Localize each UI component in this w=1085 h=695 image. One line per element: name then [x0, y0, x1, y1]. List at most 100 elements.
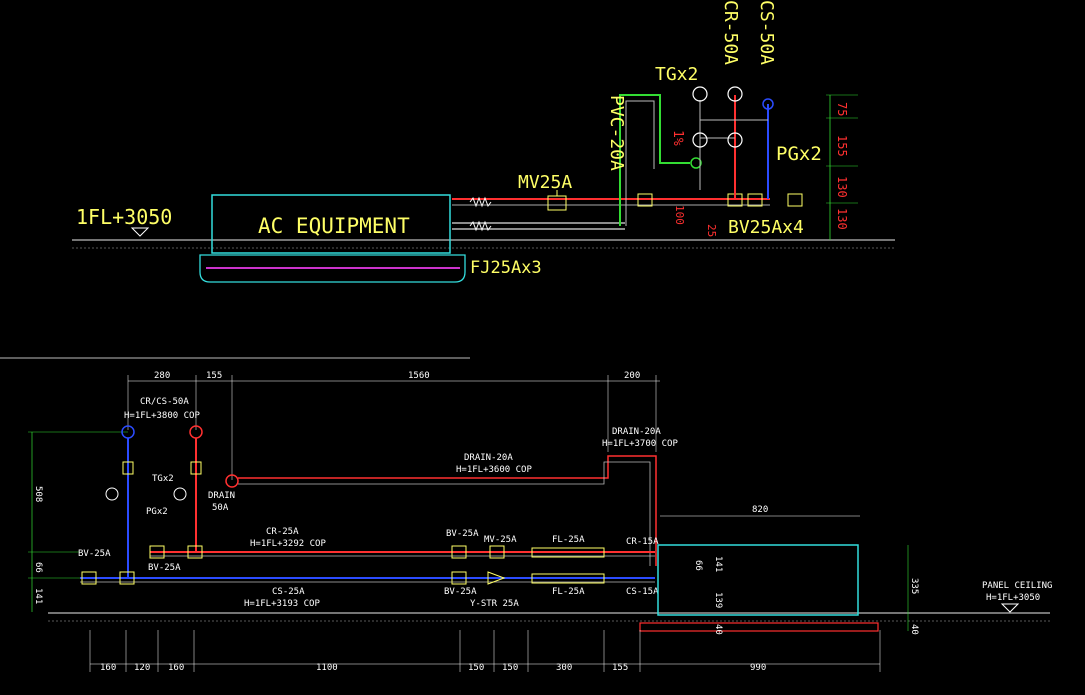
cs15-label: CS-15A	[626, 587, 659, 597]
drain-mid-h: H=1FL+3600 COP	[456, 465, 532, 475]
valve-icon	[122, 461, 134, 475]
drain-top-h: H=1FL+3700 COP	[602, 439, 678, 449]
dim-100: 100	[673, 205, 686, 225]
dim-b-160a: 160	[100, 663, 116, 673]
cr-riser-label: CR-50A	[720, 0, 741, 65]
drain-pipe	[238, 455, 657, 566]
drain-l2: 50A	[212, 503, 229, 513]
dim-40a: 40	[713, 624, 723, 635]
level-triangle	[130, 227, 150, 237]
mv-label-b: MV-25A	[484, 535, 517, 545]
tg-label-b: TGx2	[152, 474, 174, 484]
cs-riser-label: CS-50A	[756, 0, 777, 65]
panel-label: PANEL CEILING	[982, 581, 1052, 591]
fl1-label: FL-25A	[552, 535, 585, 545]
pvc-drain-insulation	[625, 100, 655, 226]
pvc-drain-pipe	[619, 94, 690, 226]
gauge-icon	[727, 132, 743, 148]
dim-335: 335	[909, 578, 919, 594]
drain-50a-icon	[225, 474, 239, 488]
dim-508: 508	[33, 486, 43, 502]
equipment-label: AC EQUIPMENT	[258, 214, 410, 238]
pvc-label: PVC-20A	[606, 95, 627, 171]
tg-label: TGx2	[655, 64, 698, 85]
pg-label: PGx2	[776, 143, 822, 165]
dim-top-155: 155	[206, 371, 222, 381]
cr-h: H=1FL+3292 COP	[250, 539, 326, 549]
crcs-label: CR/CS-50A	[140, 397, 189, 407]
gauge-icon	[692, 86, 708, 102]
dim-66a: 66	[33, 562, 43, 573]
dim-141b: 141	[713, 556, 723, 572]
dim-139: 139	[713, 592, 723, 608]
dim-130a: 130	[835, 176, 849, 198]
valve-icon	[451, 571, 467, 585]
dim-155: 155	[835, 135, 849, 157]
pg-label-b: PGx2	[146, 507, 168, 517]
dim-top-1560: 1560	[408, 371, 430, 381]
dim-b-150b: 150	[502, 663, 518, 673]
fl2-label: FL-25A	[552, 587, 585, 597]
gauge-icon	[105, 487, 119, 501]
dim-b-1100: 1100	[316, 663, 338, 673]
dim-top-200: 200	[624, 371, 640, 381]
y-strainer-icon	[487, 571, 506, 585]
valve-icon	[451, 545, 467, 559]
level-label: 1FL+3050	[76, 205, 172, 229]
cr15-label: CR-15A	[626, 537, 659, 547]
ac-panel	[199, 254, 466, 283]
ac-unit-box	[657, 544, 859, 616]
panel-h: H=1FL+3050	[986, 593, 1040, 603]
dim-40b: 40	[909, 624, 919, 635]
dim-b-120: 120	[134, 663, 150, 673]
crcs-h: H=1FL+3800 COP	[124, 411, 200, 421]
flex-hose-cr	[531, 547, 605, 558]
drain-top: DRAIN-20A	[612, 427, 661, 437]
ystr-label: Y-STR 25A	[470, 599, 519, 609]
gauge-icon	[692, 132, 708, 148]
level-triangle	[1000, 603, 1020, 613]
cs-label: CS-25A	[272, 587, 305, 597]
drain-l1: DRAIN	[208, 491, 235, 501]
bv-l1: BV-25A	[78, 549, 111, 559]
valve-icon	[81, 571, 97, 585]
gauge-icon	[173, 487, 187, 501]
ac-equipment-box	[211, 194, 451, 254]
dim-b-155: 155	[612, 663, 628, 673]
dim-141: 141	[33, 588, 43, 604]
valve-icon	[489, 545, 505, 559]
dim-820: 820	[752, 505, 768, 515]
bv-r1: BV-25A	[446, 529, 479, 539]
slope-label: 1%	[670, 130, 685, 146]
flex-joint-1	[469, 196, 492, 208]
dim-25: 25	[705, 224, 718, 237]
cr-label: CR-25A	[266, 527, 299, 537]
valve-icon	[149, 545, 165, 559]
top-elevation: 1FL+3050 AC EQUIPMENT FJ25Ax3 MV25A PVC-…	[72, 0, 895, 283]
flex-hose-cs	[531, 573, 605, 584]
valve-icon	[187, 545, 203, 559]
mv-label: MV25A	[518, 172, 572, 193]
dim-75: 75	[835, 102, 849, 116]
pvc-end-icon	[690, 157, 702, 169]
bottom-elevation: 280 155 1560 200 508 66 141 CR/CS-50A H=…	[28, 371, 1052, 673]
ac-unit-panel	[639, 622, 879, 632]
dim-b-150a: 150	[468, 663, 484, 673]
bv-label: BV25Ax4	[728, 217, 804, 238]
valve-icon	[119, 571, 135, 585]
flex-joint-2	[469, 220, 492, 232]
valve-icon	[787, 193, 803, 207]
cs-riser-top-icon	[762, 98, 774, 110]
valve-icon	[637, 193, 653, 207]
bv-r2: BV-25A	[444, 587, 477, 597]
gauge-icon	[727, 86, 743, 102]
dim-top-280: 280	[154, 371, 170, 381]
dim-b-990: 990	[750, 663, 766, 673]
valve-icon	[747, 193, 763, 207]
dim-b-160b: 160	[168, 663, 184, 673]
dim-66b: 66	[693, 560, 703, 571]
cs-h: H=1FL+3193 COP	[244, 599, 320, 609]
fj-label: FJ25Ax3	[470, 258, 542, 278]
dim-130b: 130	[835, 208, 849, 230]
